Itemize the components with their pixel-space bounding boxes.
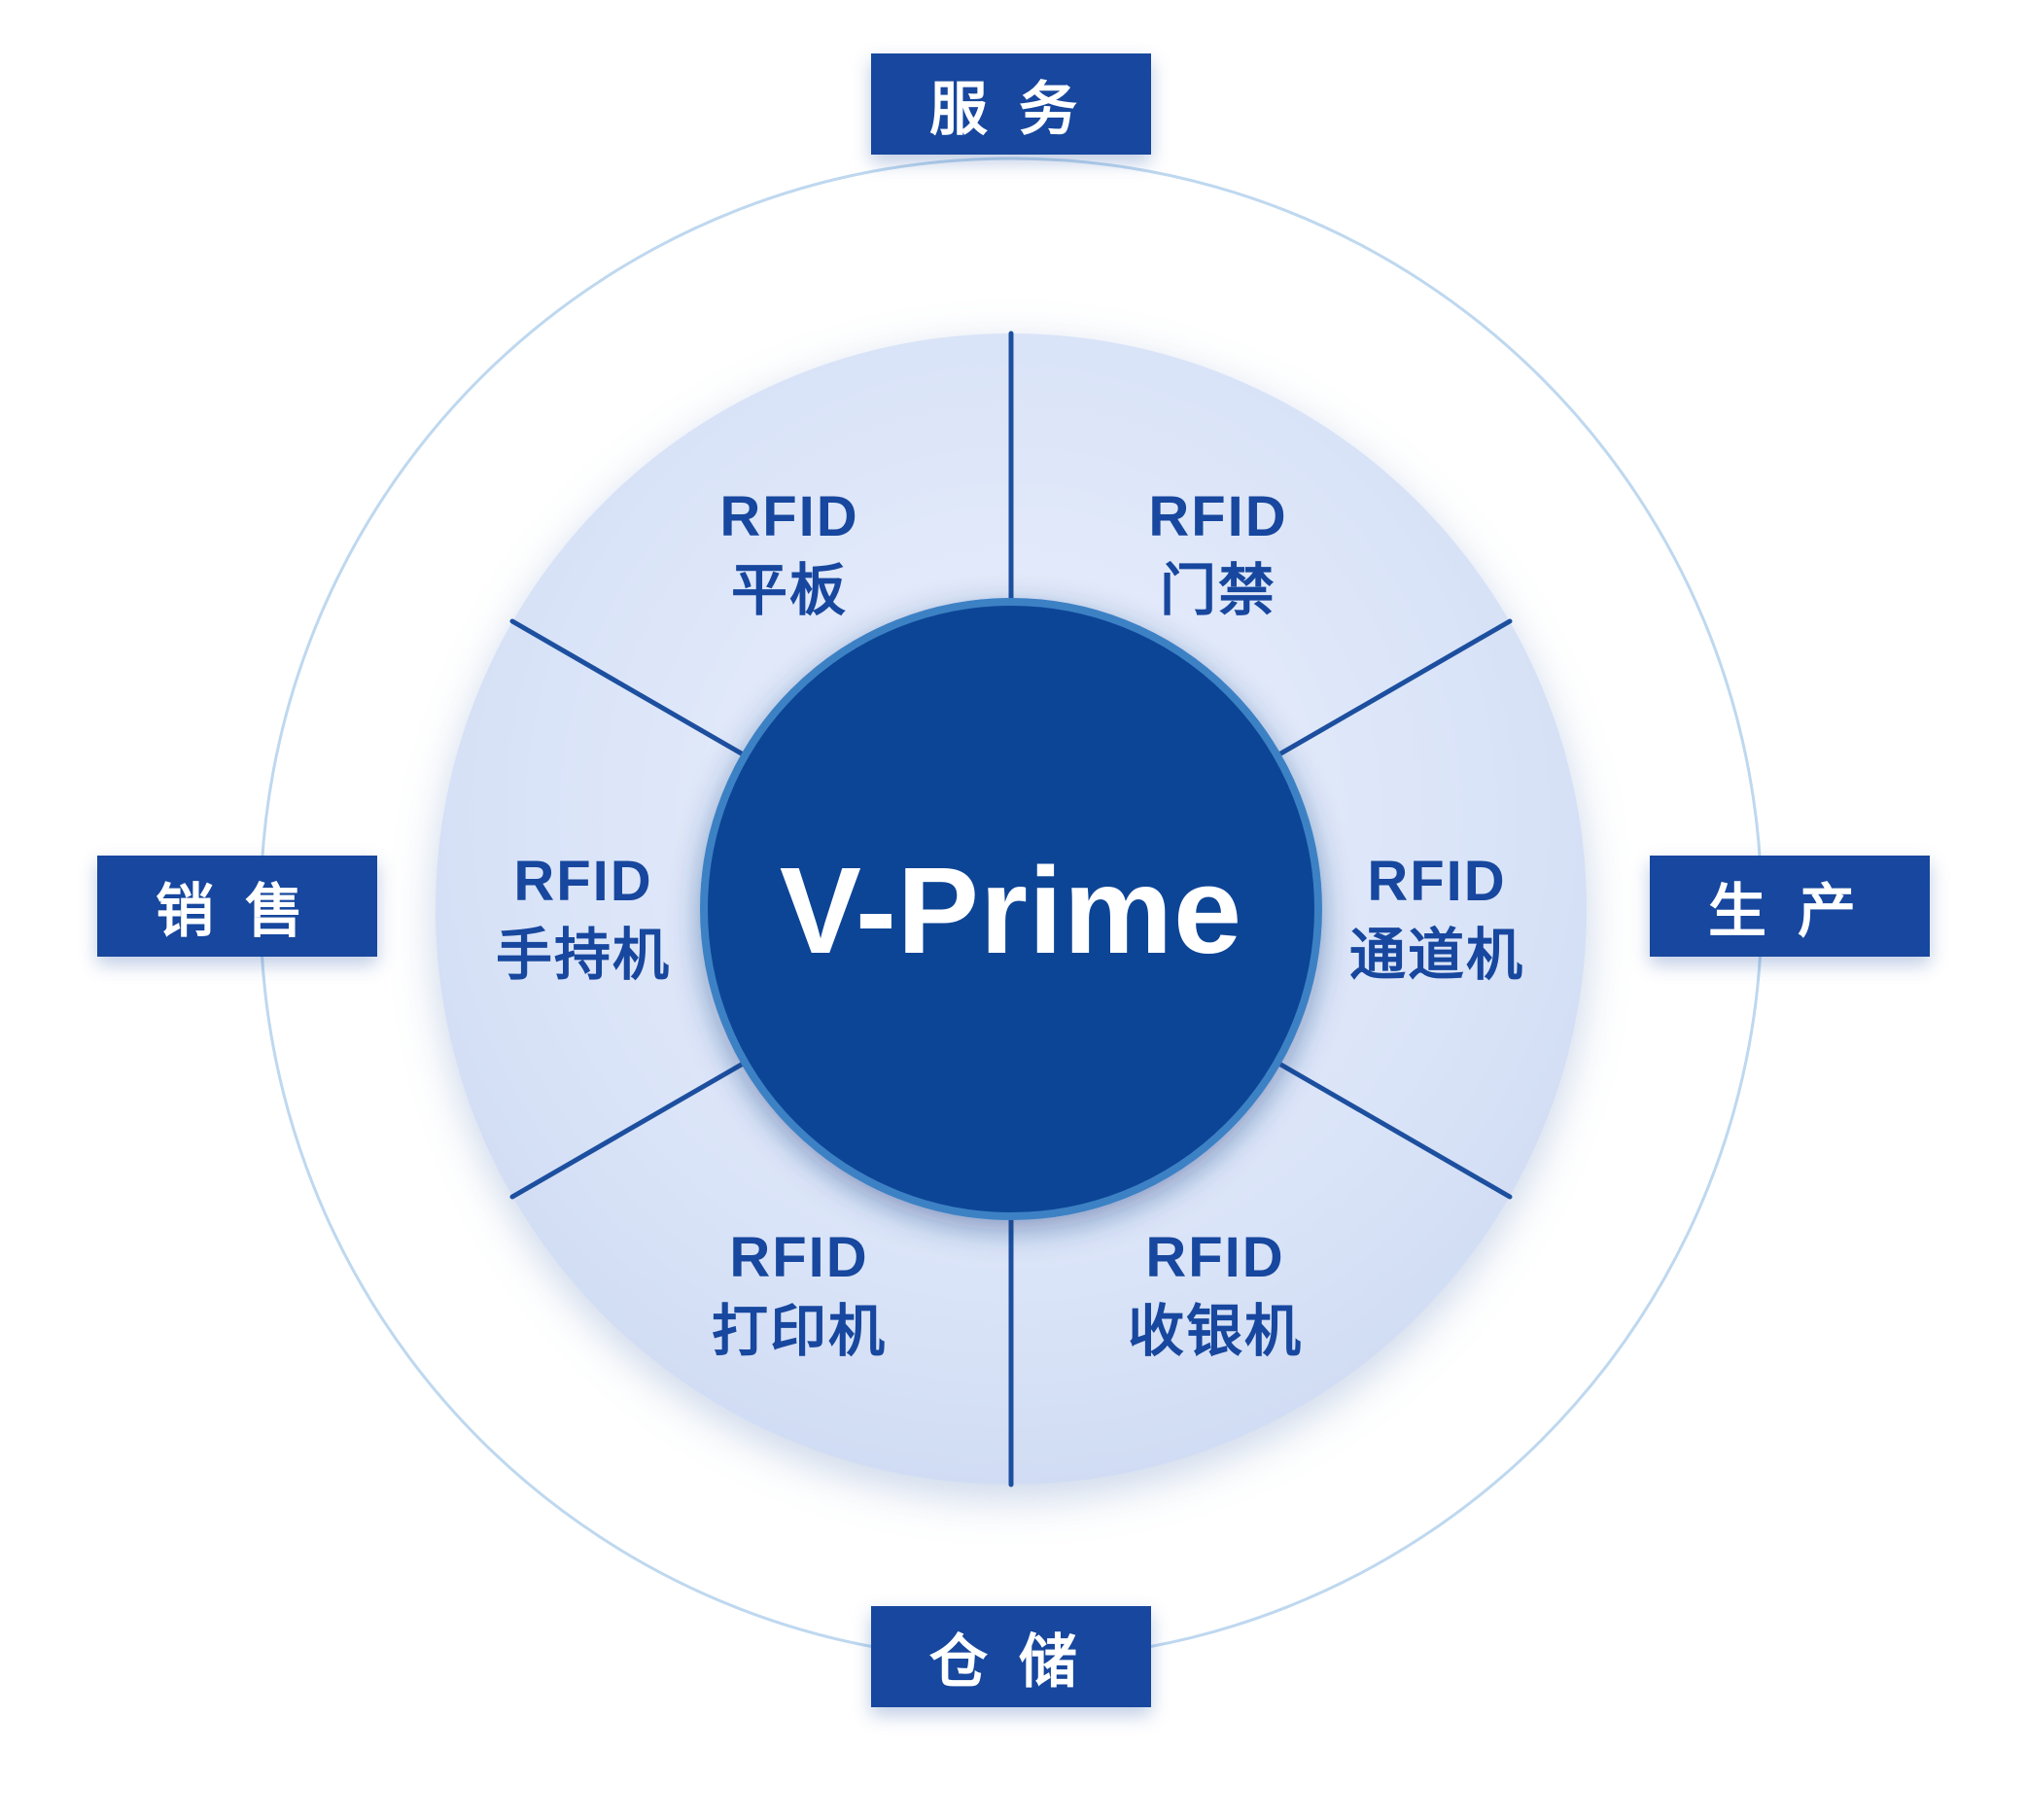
edge-box-warehouse: 仓储 [871, 1606, 1151, 1707]
segment-label-line2: 打印机 [711, 1300, 887, 1363]
segment-label-line1: RFID [513, 850, 653, 913]
divider-upper-right [1275, 618, 1513, 758]
edge-box-sales: 销售 [97, 856, 377, 957]
segment-divider-lines [509, 331, 1513, 1488]
segment-label-rfid-access-gate: RFID 门禁 [1053, 480, 1383, 628]
segment-label-line2: 门禁 [1159, 559, 1276, 622]
segment-label-line1: RFID [1367, 850, 1507, 913]
segment-label-line1: RFID [1145, 1226, 1285, 1289]
segment-label-rfid-cash-register: RFID 收银机 [1050, 1221, 1380, 1369]
edge-box-production: 生产 [1650, 856, 1930, 957]
center-brand-label: V-Prime [779, 842, 1243, 979]
segment-label-rfid-handheld: RFID 手持机 [418, 845, 749, 993]
divider-lower-left [509, 1060, 748, 1200]
segment-label-line2: 平板 [730, 559, 848, 622]
segment-label-line2: 收银机 [1127, 1300, 1303, 1363]
segment-label-line2: 通道机 [1348, 924, 1524, 987]
edge-box-service: 服务 [871, 53, 1151, 155]
divider-upper-left [509, 618, 748, 758]
segment-label-line1: RFID [729, 1226, 869, 1289]
segment-label-rfid-tablet: RFID 平板 [624, 480, 955, 628]
segment-label-rfid-tunnel-reader: RFID 通道机 [1272, 845, 1602, 993]
segment-label-line1: RFID [1148, 485, 1288, 548]
divider-lower-right [1275, 1060, 1513, 1200]
segment-label-rfid-printer: RFID 打印机 [634, 1221, 964, 1369]
segment-label-line2: 手持机 [495, 924, 671, 987]
segment-label-line1: RFID [719, 485, 859, 548]
center-circle [700, 598, 1322, 1220]
